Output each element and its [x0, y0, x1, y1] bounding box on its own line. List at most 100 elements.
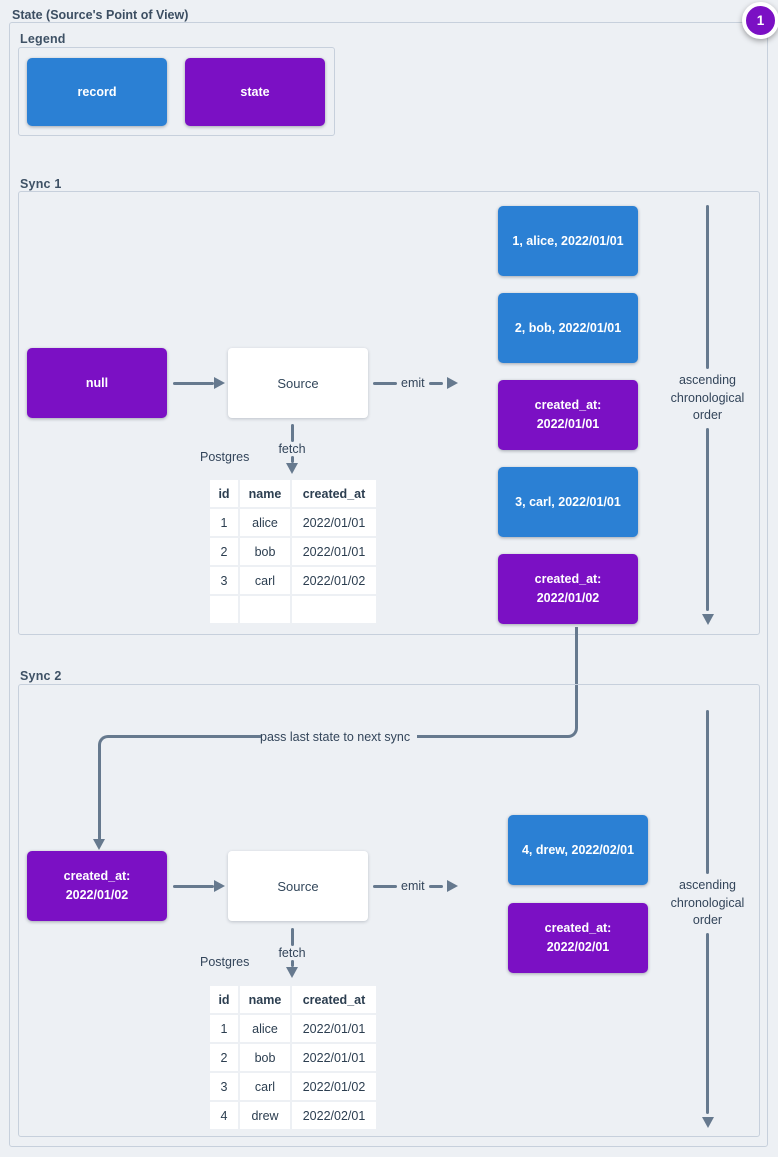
cell: 2022/01/01 — [292, 1015, 376, 1042]
cell: 2 — [210, 1044, 238, 1071]
record-box: 2, bob, 2022/01/01 — [498, 293, 638, 363]
sync1-db-label: Postgres — [200, 450, 250, 464]
cell: 3 — [210, 1073, 238, 1100]
cell: 2022/01/01 — [292, 538, 376, 565]
table-header-row: id name created_at — [210, 986, 376, 1013]
sync2-emit-label: emit — [401, 879, 425, 893]
arrowhead-down-icon — [93, 839, 105, 850]
record-box: 3, carl, 2022/01/01 — [498, 467, 638, 537]
arrowhead-right-icon — [446, 880, 458, 892]
arrow-line — [290, 928, 294, 946]
cell: 4 — [210, 1102, 238, 1129]
pass-state-connector-right — [417, 627, 578, 738]
col-header-id: id — [210, 480, 238, 507]
sync1-input-state-box: null — [27, 348, 167, 418]
cell: carl — [240, 567, 290, 594]
state-box: created_at: 2022/01/01 — [498, 380, 638, 450]
pass-state-connector-left — [98, 735, 261, 839]
step-badge: 1 — [742, 2, 778, 39]
sync1-frame — [18, 191, 760, 635]
sync1-order-label: ascending chronological order — [670, 373, 745, 422]
cell: alice — [240, 509, 290, 536]
table-row: 3 carl 2022/01/02 — [210, 567, 376, 594]
sync1-source-box: Source — [228, 348, 368, 418]
sync2-emit-arrow: emit — [373, 877, 458, 895]
table-row: 2 bob 2022/01/01 — [210, 1044, 376, 1071]
sync2-db-label: Postgres — [200, 955, 250, 969]
arrow-line — [373, 381, 397, 385]
state-box: created_at: 2022/02/01 — [508, 903, 648, 973]
table-row: 4 drew 2022/02/01 — [210, 1102, 376, 1129]
arrowhead-right-icon — [214, 880, 225, 892]
sync2-state-to-source-arrow — [173, 880, 225, 892]
legend-state-swatch: state — [185, 58, 325, 126]
cell: 2022/02/01 — [292, 1102, 376, 1129]
cell — [210, 596, 238, 623]
arrow-line — [428, 381, 443, 385]
cell: 2022/01/01 — [292, 1044, 376, 1071]
sync2-order-arrow: ascending chronological order — [650, 710, 765, 1128]
arrow-line — [290, 456, 294, 463]
arrowhead-right-icon — [214, 377, 225, 389]
sync1-state-to-source-arrow — [173, 377, 225, 389]
cell — [240, 596, 290, 623]
sync2-label: Sync 2 — [20, 669, 62, 683]
cell: carl — [240, 1073, 290, 1100]
sync1-label: Sync 1 — [20, 177, 62, 191]
arrow-line — [173, 381, 214, 385]
table-row: 1 alice 2022/01/01 — [210, 509, 376, 536]
sync1-emit-label: emit — [401, 376, 425, 390]
arrowhead-down-icon — [286, 967, 298, 978]
arrow-line — [173, 884, 214, 888]
col-header-created-at: created_at — [292, 480, 376, 507]
cell: 2022/01/02 — [292, 1073, 376, 1100]
state-box: created_at: 2022/01/02 — [498, 554, 638, 624]
cell: 2 — [210, 538, 238, 565]
table-row-empty — [210, 596, 376, 623]
arrow-line — [706, 427, 709, 611]
cell: bob — [240, 1044, 290, 1071]
record-box: 4, drew, 2022/02/01 — [508, 815, 648, 885]
sync1-order-arrow: ascending chronological order — [650, 205, 765, 625]
cell: 1 — [210, 1015, 238, 1042]
table-row: 2 bob 2022/01/01 — [210, 538, 376, 565]
arrow-line — [290, 960, 294, 967]
cell: drew — [240, 1102, 290, 1129]
table-row: 3 carl 2022/01/02 — [210, 1073, 376, 1100]
col-header-name: name — [240, 480, 290, 507]
table-header-row: id name created_at — [210, 480, 376, 507]
arrow-line — [428, 884, 443, 888]
sync2-fetch-arrow: fetch — [242, 928, 342, 978]
record-box: 1, alice, 2022/01/01 — [498, 206, 638, 276]
table-row: 1 alice 2022/01/01 — [210, 1015, 376, 1042]
page-title: State (Source's Point of View) — [12, 8, 189, 22]
legend-record-swatch: record — [27, 58, 167, 126]
sync2-fetch-label: fetch — [278, 946, 306, 960]
cell: bob — [240, 538, 290, 565]
arrow-line — [290, 424, 294, 442]
cell: 1 — [210, 509, 238, 536]
outer-frame — [9, 22, 768, 1147]
sync2-order-label: ascending chronological order — [670, 878, 745, 927]
arrowhead-down-icon — [701, 613, 714, 625]
sync2-frame — [18, 684, 760, 1137]
sync2-input-state-box: created_at: 2022/01/02 — [27, 851, 167, 921]
legend-label: Legend — [20, 32, 66, 46]
arrowhead-down-icon — [701, 1116, 714, 1128]
step-badge-number: 1 — [756, 13, 765, 28]
sync2-postgres-table: id name created_at 1 alice 2022/01/01 2 … — [208, 984, 378, 1131]
arrow-line — [373, 884, 397, 888]
cell: 3 — [210, 567, 238, 594]
sync2-source-box: Source — [228, 851, 368, 921]
sync1-emit-arrow: emit — [373, 374, 458, 392]
col-header-created-at: created_at — [292, 986, 376, 1013]
cell — [292, 596, 376, 623]
col-header-id: id — [210, 986, 238, 1013]
pass-state-label: pass last state to next sync — [260, 730, 411, 744]
sync1-fetch-label: fetch — [278, 442, 306, 456]
cell: alice — [240, 1015, 290, 1042]
arrow-line — [706, 710, 709, 874]
arrow-line — [706, 205, 709, 369]
col-header-name: name — [240, 986, 290, 1013]
